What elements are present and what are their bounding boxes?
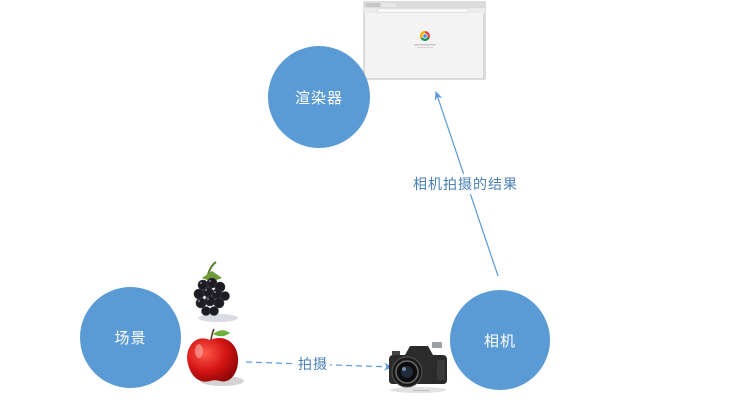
camera-node: 相机 bbox=[450, 290, 550, 390]
scene-node: 场景 bbox=[80, 287, 181, 388]
scene-label: 场景 bbox=[114, 329, 147, 347]
result-label: 相机拍摄的结果 bbox=[413, 174, 518, 194]
capture-label: 拍摄 bbox=[296, 354, 330, 374]
camera-label: 相机 bbox=[483, 331, 516, 350]
renderer-label: 渲染器 bbox=[294, 88, 343, 107]
renderer-node: 渲染器 bbox=[268, 46, 370, 148]
